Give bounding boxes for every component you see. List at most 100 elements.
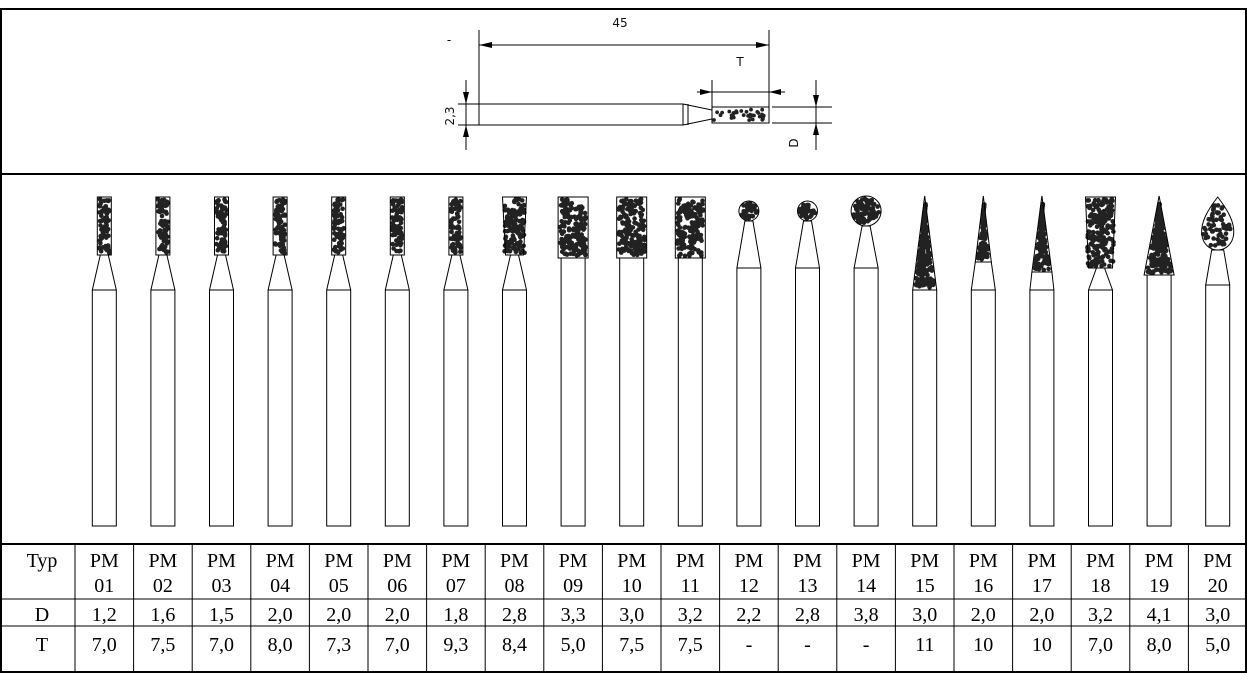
grit-dot: [159, 213, 165, 219]
table-cell-t: -: [863, 634, 870, 656]
grit-dot: [333, 219, 338, 224]
grit-dot: [583, 237, 588, 242]
reference-neck: [682, 103, 713, 126]
grit-dot: [282, 250, 287, 256]
grit-dot: [809, 212, 814, 218]
grit-dot: [165, 249, 170, 254]
grit-dot: [273, 209, 279, 215]
grit-dot: [620, 204, 625, 209]
grit-dot: [677, 240, 682, 246]
grit-dot: [340, 226, 345, 232]
burr-pm10: [616, 196, 648, 527]
grit-dot: [1044, 253, 1050, 259]
table-cell-t: 5,0: [561, 634, 586, 656]
grit-dot: [214, 235, 220, 241]
neck: [209, 254, 234, 291]
burr-pm15: [912, 195, 938, 527]
grit-dot: [1090, 233, 1096, 238]
grit-dot: [920, 248, 925, 253]
grit-dot: [635, 199, 641, 205]
grit-dot: [164, 223, 170, 229]
arrow-t-right: [769, 89, 781, 95]
grit-dot: [742, 214, 748, 220]
table-cell-typ-line2: 09: [563, 575, 583, 597]
shank: [677, 257, 703, 527]
neck: [1205, 249, 1231, 286]
grit-dot: [687, 234, 692, 239]
grit-dot: [575, 222, 581, 228]
table-cell-typ-line1: PM: [90, 550, 119, 572]
grit-dot: [390, 198, 395, 204]
grit-dot: [398, 240, 404, 246]
grit-dot: [390, 216, 396, 221]
grit-dot: [616, 216, 622, 222]
grit-dot: [158, 246, 164, 251]
table-header-typ: Typ: [27, 550, 58, 572]
grit-dot: [223, 227, 229, 232]
table-cell-typ-line2: 10: [622, 575, 642, 597]
grit-dot: [561, 238, 567, 244]
grit-dot: [563, 251, 569, 256]
grit-dot: [927, 285, 932, 290]
grit-dot: [517, 232, 522, 238]
table-cell-d: 3,0: [1205, 604, 1230, 626]
grit-dot: [454, 230, 460, 236]
table-cell-d: 2,8: [795, 604, 820, 626]
grit-dot: [1156, 267, 1162, 273]
grit-dot: [686, 245, 691, 250]
grit-dot: [1163, 261, 1168, 267]
grit-dot: [1158, 244, 1164, 249]
grit-dot: [642, 234, 647, 240]
head: [155, 196, 171, 256]
grit-dot: [1149, 261, 1154, 267]
grit-dot: [334, 232, 339, 238]
grit-dot: [509, 218, 514, 224]
arrow-shank-top: [463, 92, 469, 104]
grit-dot: [580, 216, 585, 221]
grit-dot: [158, 208, 163, 214]
grit-dot: [331, 208, 337, 214]
grit-dot: [394, 242, 399, 248]
grit-dot: [629, 237, 634, 242]
grit-dot: [1040, 226, 1046, 231]
grit-dot: [157, 228, 163, 233]
grit-dot: [97, 197, 103, 202]
grit-dot: [100, 226, 105, 231]
grit-dot: [1094, 258, 1099, 264]
grit-dots: [851, 196, 881, 225]
grit-dot: [155, 197, 161, 202]
shank: [1029, 289, 1055, 527]
grit-dot: [565, 198, 570, 204]
grit-dot: [984, 245, 989, 250]
arrow-head-top: [813, 95, 819, 107]
grit-dot: [1202, 225, 1207, 231]
grit-dot: [751, 203, 756, 208]
grit-dots: [502, 196, 527, 255]
grit-dots: [214, 197, 229, 254]
grit-dot: [678, 251, 683, 257]
grit-dot: [574, 241, 580, 247]
grit-dot: [676, 211, 681, 217]
table-cell-typ-line1: PM: [559, 550, 588, 572]
table-cell-d: 2,0: [385, 604, 410, 626]
burr-pm05: [326, 196, 352, 527]
grit-dot: [275, 225, 281, 230]
grit-dot: [449, 245, 454, 250]
grit-dot: [812, 210, 818, 216]
head-diameter-label: D: [787, 138, 801, 147]
table-cell-typ-line1: PM: [793, 550, 822, 572]
grit-dot: [863, 207, 869, 213]
grit-dot: [854, 204, 859, 209]
grit-dot: [280, 197, 286, 202]
grit-dot: [982, 223, 987, 228]
grit-dot: [1105, 223, 1111, 228]
grit-dot: [622, 212, 627, 217]
burr-pm08: [501, 196, 528, 527]
grit-dot: [925, 241, 930, 247]
reference-grit-dots: [712, 107, 766, 122]
grit-dot: [922, 227, 928, 233]
grit-dot: [106, 207, 111, 213]
table-cell-typ-line1: PM: [969, 550, 998, 572]
grit-dot: [1146, 268, 1152, 273]
